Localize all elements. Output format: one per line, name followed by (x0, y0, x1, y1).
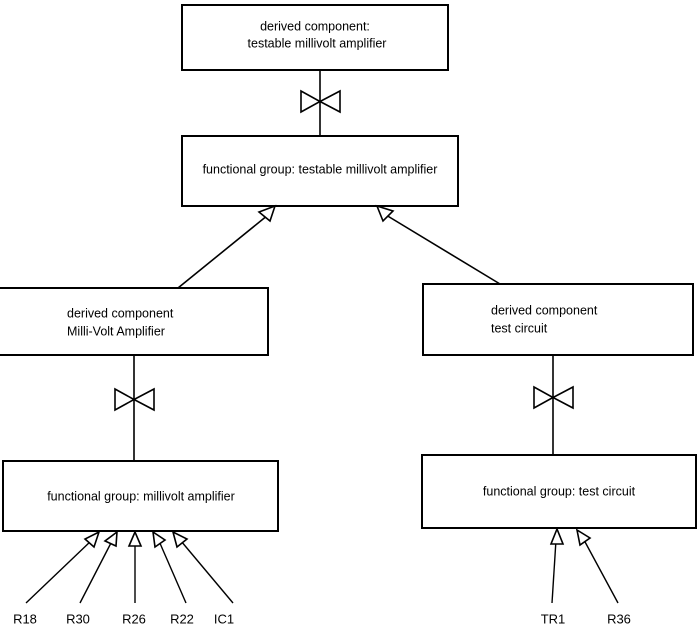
arrow-r30[interactable] (79, 530, 118, 604)
bowtie-left-triangle (533, 385, 555, 410)
arrow-test-circuit-to-testable-fg[interactable] (375, 204, 501, 285)
bowtie-connectors-layer (114, 70, 574, 461)
arrow-shaft (25, 539, 93, 604)
arrow-shaft (177, 214, 269, 289)
arrow-head-open (103, 530, 118, 548)
leaf-label-r36: R36 (607, 611, 631, 626)
box-derived-test-circuit[interactable]: derived component test circuit (422, 283, 694, 356)
box-label-line1: derived component: (260, 19, 370, 33)
arrow-r18[interactable] (25, 530, 101, 604)
bowtie-right-triangle (132, 387, 155, 412)
leaf-label-tr1: TR1 (541, 611, 566, 626)
arrow-r26[interactable] (127, 529, 143, 603)
arrow-ic1[interactable] (171, 530, 234, 604)
leaf-label-r22: R22 (170, 611, 194, 626)
box-outline (181, 135, 459, 207)
arrow-tr1[interactable] (549, 526, 565, 604)
arrow-shaft (158, 540, 187, 604)
arrow-r36[interactable] (575, 528, 619, 604)
box-label-line1: functional group: testable millivolt amp… (203, 162, 438, 176)
arrow-head-open (257, 204, 277, 223)
bowtie-right-triangle (318, 89, 341, 114)
box-derived-milli-volt-amplifier[interactable]: derived component Milli-Volt Amplifier (0, 287, 269, 356)
arrow-shaft (79, 540, 113, 604)
arrow-head-open (375, 204, 395, 223)
box-outline (422, 283, 694, 356)
box-functional-group-test-circuit[interactable]: functional group: test circuit (421, 454, 697, 529)
connector-bowtie-left[interactable] (114, 355, 155, 461)
leaf-label-r18: R18 (13, 611, 37, 626)
leaf-labels-layer: R18 R30 R26 R22 IC1 TR1 R36 (13, 611, 631, 626)
arrow-head-open (575, 528, 592, 547)
arrow-head-open (83, 530, 101, 549)
box-outline (0, 287, 269, 356)
box-derived-testable-millivolt-amplifier[interactable]: derived component: testable millivolt am… (181, 4, 449, 71)
box-functional-group-testable-millivolt-amplifier[interactable]: functional group: testable millivolt amp… (181, 135, 459, 207)
box-label-line1: derived component (67, 306, 174, 320)
arrow-head-open (171, 530, 189, 549)
box-label-line1: functional group: test circuit (483, 484, 636, 498)
arrow-shaft (180, 540, 234, 604)
leaf-label-r26: R26 (122, 611, 146, 626)
arrow-r22[interactable] (151, 530, 187, 604)
arrow-head-open (549, 526, 565, 545)
arrow-head-open (127, 529, 143, 547)
bowtie-left-triangle (300, 89, 322, 114)
leaf-label-ic1: IC1 (214, 611, 234, 626)
connector-bowtie-top[interactable] (300, 70, 341, 136)
arrow-shaft (583, 539, 619, 604)
box-outline (2, 460, 279, 532)
arrow-shaft (385, 214, 501, 285)
box-outline (421, 454, 697, 529)
box-label-line2: Milli-Volt Amplifier (67, 324, 165, 338)
bowtie-right-triangle (551, 385, 574, 410)
boxes-layer: derived component: testable millivolt am… (0, 4, 697, 532)
box-label-line1: functional group: millivolt amplifier (47, 489, 235, 503)
connector-bowtie-right[interactable] (533, 355, 574, 455)
bowtie-left-triangle (114, 387, 136, 412)
leaf-label-r30: R30 (66, 611, 90, 626)
box-outline (181, 4, 449, 71)
box-label-line2: testable millivolt amplifier (248, 36, 387, 50)
box-label-line1: derived component (491, 303, 598, 317)
arrow-head-open (151, 530, 167, 549)
arrow-mva-to-testable-fg[interactable] (177, 204, 277, 289)
box-label-line2: test circuit (491, 321, 548, 335)
arrow-shaft (551, 539, 557, 604)
box-functional-group-millivolt-amplifier[interactable]: functional group: millivolt amplifier (2, 460, 279, 532)
arrows-layer (25, 204, 619, 604)
